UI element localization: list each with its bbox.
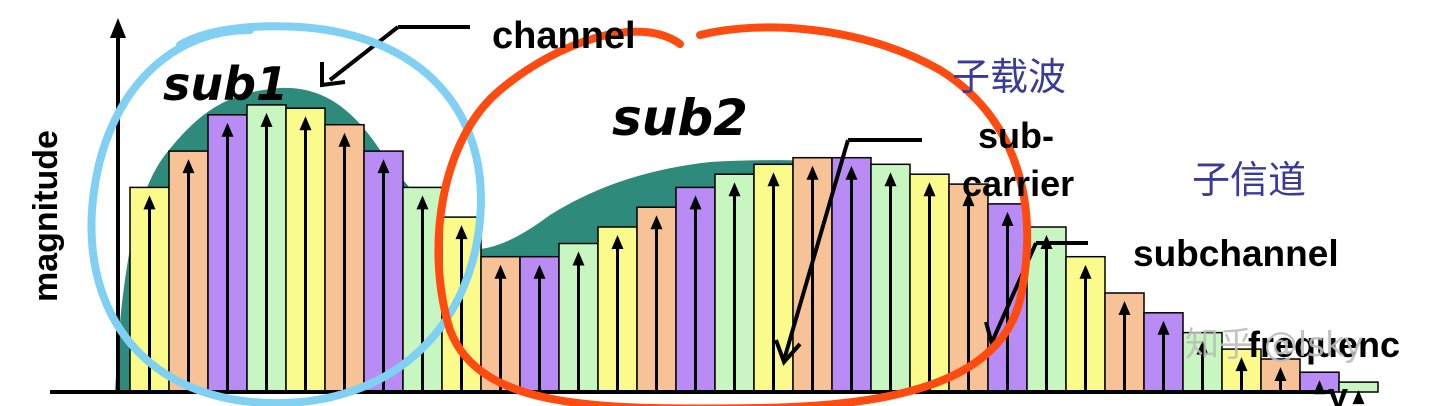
subcarrier-arrow-head [221, 122, 234, 137]
subcarrier-arrow-head [299, 116, 312, 131]
x-axis-tick-label: y [1328, 375, 1348, 406]
frequency-label: frequenc [1248, 324, 1400, 365]
sub1-annotation: sub1 [163, 57, 288, 111]
subchannel-cn-label: 子信道 [1192, 158, 1306, 202]
subcarrier-arrow-head [338, 132, 351, 147]
subcarrier-arrow-head [1235, 357, 1248, 372]
subcarrier-arrow-head [455, 225, 468, 240]
subcarrier-arrow-head [689, 195, 702, 210]
subcarrier-arrow-head [1079, 264, 1092, 279]
subcarrier-arrow-head [143, 195, 156, 210]
sub2-annotation: sub2 [612, 89, 748, 147]
subcarrier-arrow-head [377, 159, 390, 174]
subcarrier-arrow-head [572, 251, 585, 266]
subcarrier-arrow-head [650, 215, 663, 230]
subcarrier-arrow-head [845, 165, 858, 180]
subcarrier-arrow-head [533, 264, 546, 279]
subcarrier-arrow-head [1196, 340, 1209, 355]
channel-label: channel [492, 15, 636, 57]
subcarrier-arrow-head [1157, 320, 1170, 335]
subcarrier-arrow-head [806, 165, 819, 180]
subcarrier-arrow-head [494, 264, 507, 279]
subcarrier-arrow-head [1274, 367, 1287, 381]
channel-pointer [320, 25, 470, 88]
subcarrier-arrow-head [884, 172, 897, 187]
subcarrier-arrow-head [416, 195, 429, 210]
subcarrier-cn-label: 子载波 [952, 55, 1066, 99]
sub1-circle [87, 22, 485, 406]
subcarrier-pointer [774, 138, 922, 366]
y-axis-arrowhead [110, 18, 126, 38]
subcarrier-arrow-head [260, 112, 273, 127]
y-axis-label: magnitude [27, 130, 65, 302]
subcarrier-label-line2: carrier [962, 163, 1074, 204]
subcarrier-arrow-head [182, 159, 195, 174]
subcarrier-arrow-head [767, 172, 780, 187]
subcarrier-arrow-head [1001, 211, 1014, 226]
watermark: 知乎 @lsky [1185, 325, 1364, 365]
subcarrier-arrow-head [728, 182, 741, 197]
subcarrier-label-line1: sub- [978, 115, 1054, 156]
subcarrier-arrow-head [1118, 301, 1131, 315]
sub2-circle [434, 23, 1032, 406]
subcarrier-arrow-head [923, 182, 936, 197]
subcarrier-arrow-head [1352, 390, 1365, 405]
subcarrier-arrow-head [611, 235, 624, 249]
subcarrier-arrow-head [962, 192, 975, 207]
subchannel-label: subchannel [1133, 233, 1339, 274]
